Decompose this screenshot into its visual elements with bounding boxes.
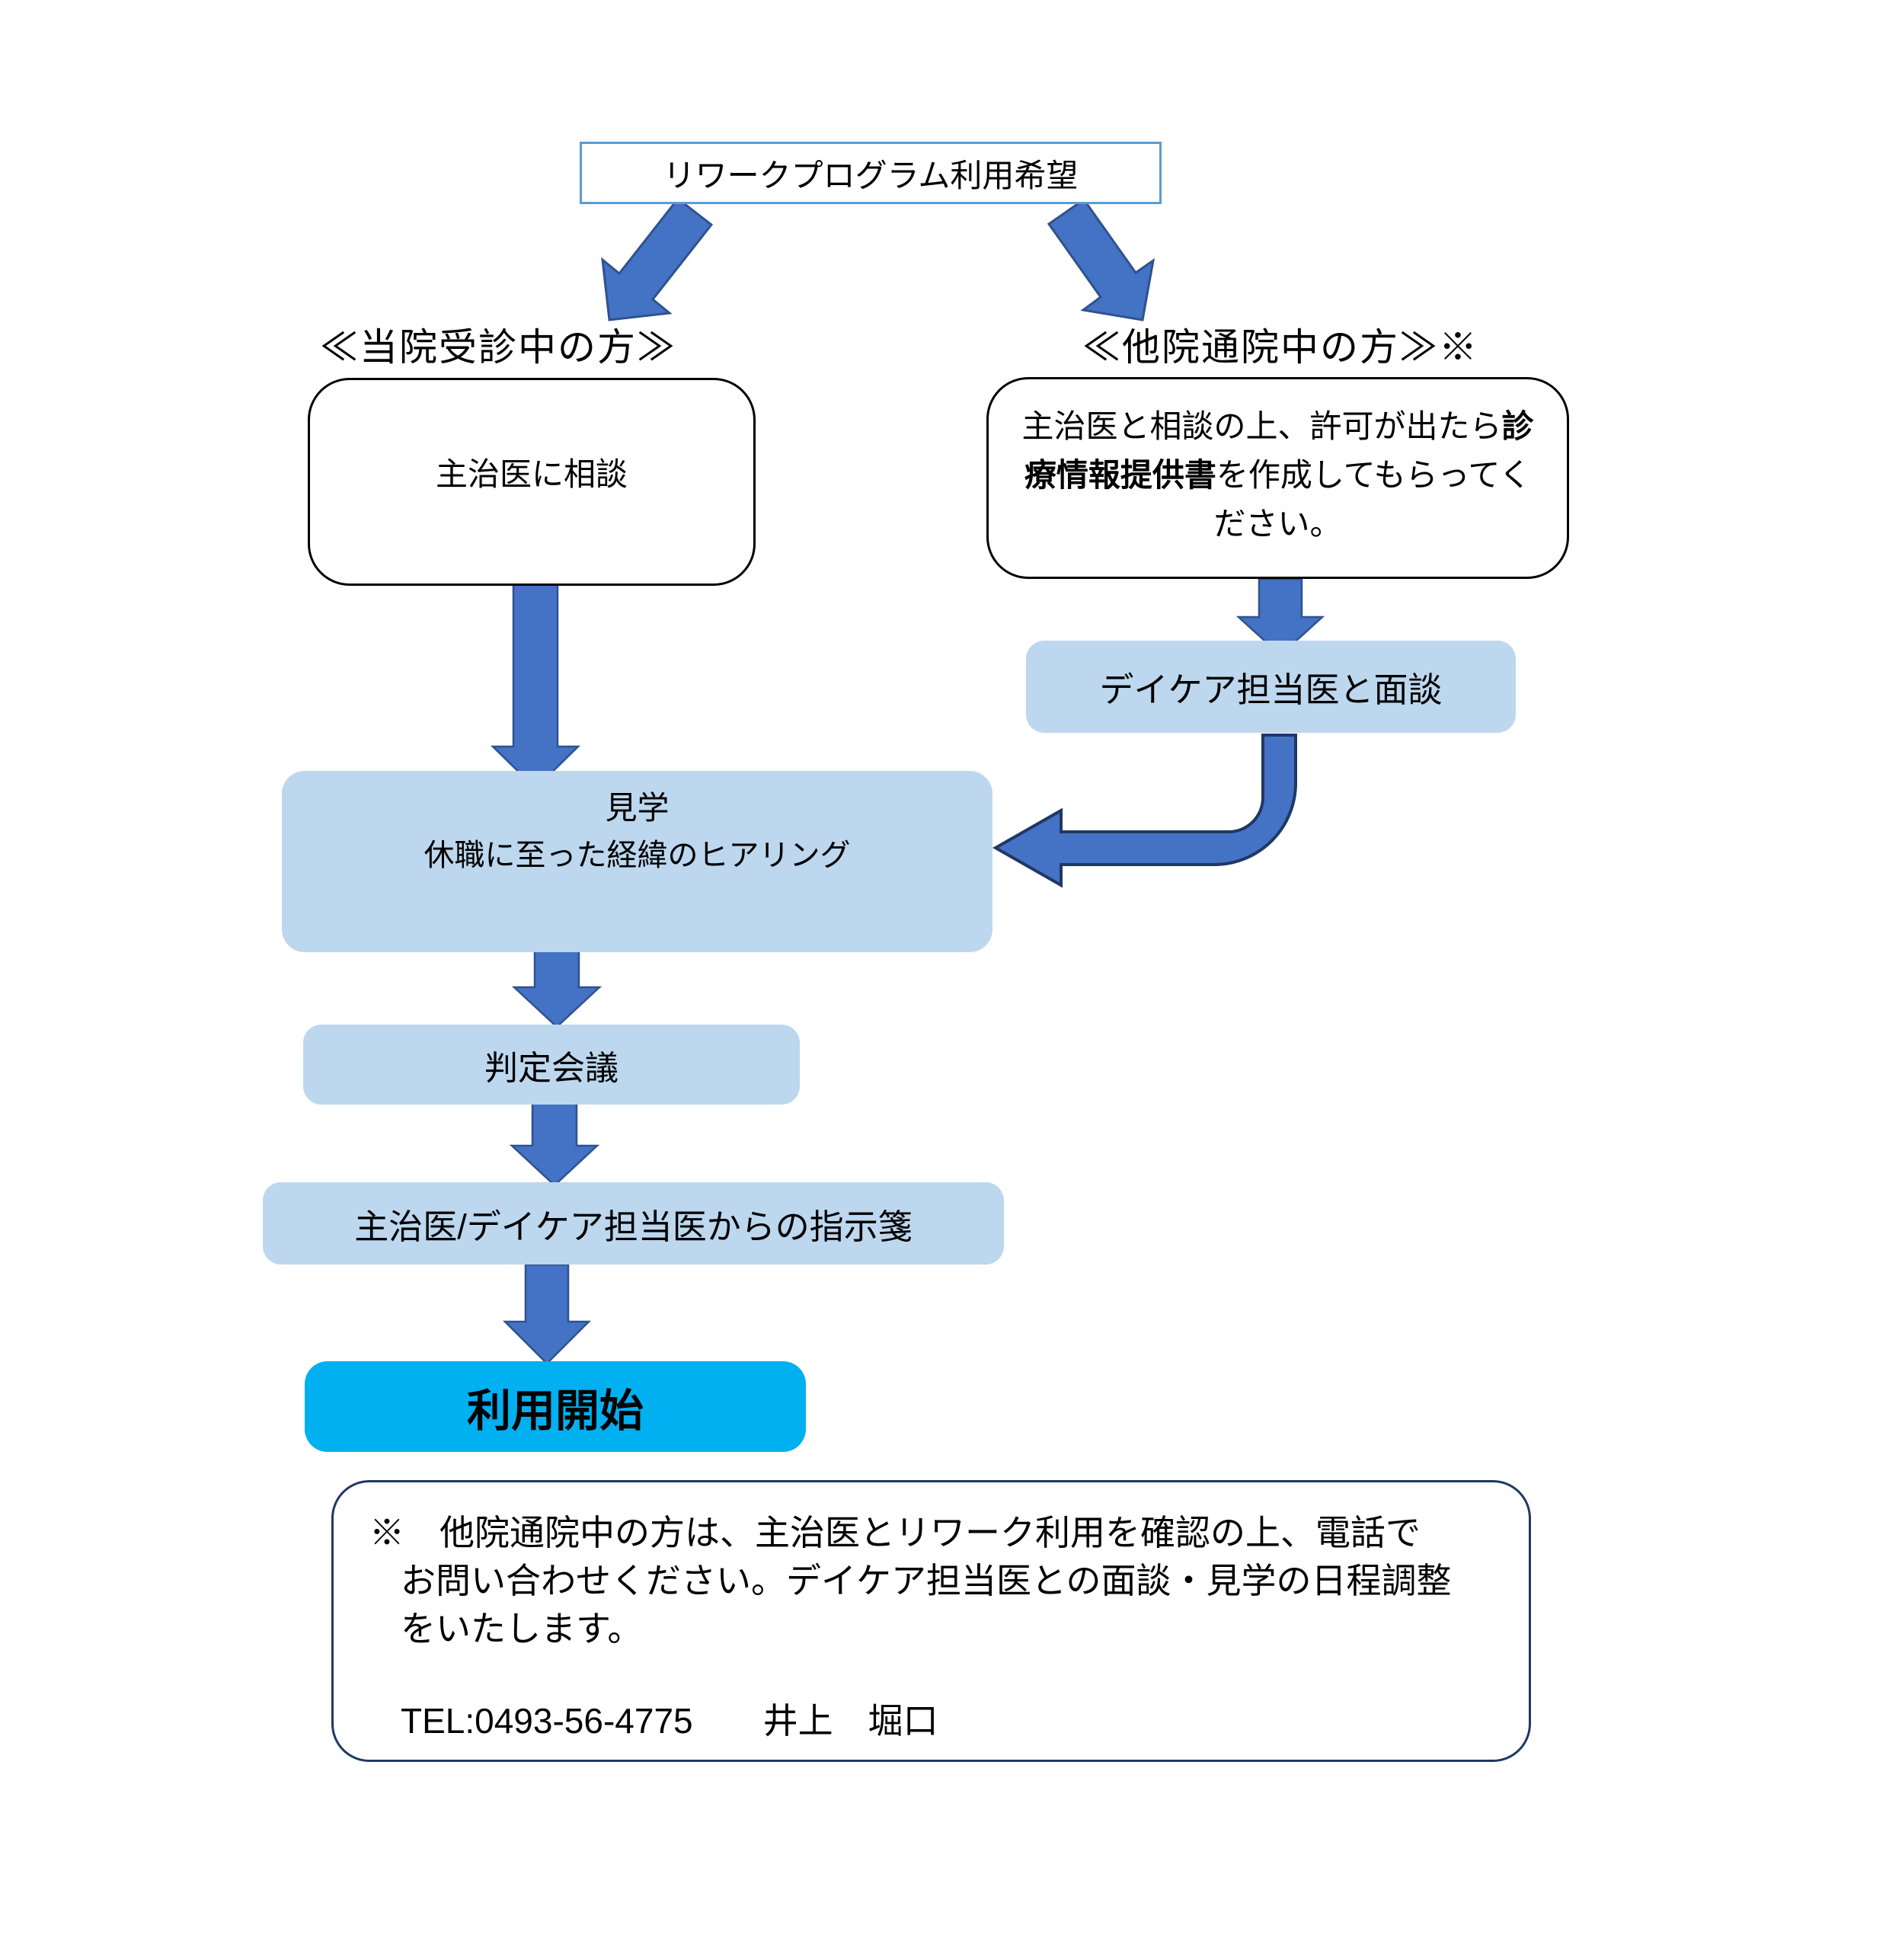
note-line-1: ※ 他院通院中の方は、主治医とリワーク利用を確認の上、電話で (369, 1513, 1421, 1552)
note-phone-line: TEL:0493-56-4775 井上 堀口 (401, 1701, 938, 1741)
note-line-2: お問い合わせください。デイケア担当医との面談・見学の日程調整 (401, 1561, 1452, 1600)
kengaku-line2: 休職に至った経緯のヒアリング (424, 839, 851, 872)
other-hospital-text-post: を作成してもらってください。 (1213, 457, 1532, 542)
note-line-3: をいたします。 (401, 1609, 643, 1648)
arrow-otherhospital-to-daycare (1235, 577, 1325, 657)
arrow-daycare-to-kengaku (992, 734, 1297, 888)
note-box: ※ 他院通院中の方は、主治医とリワーク利用を確認の上、電話で お問い合わせくださ… (331, 1480, 1531, 1762)
consult-doctor-box: 主治医に相談 (308, 378, 756, 586)
kengaku-line1: 見学 (605, 790, 670, 826)
judgment-meeting-box: 判定会議 (303, 1025, 800, 1105)
arrow-shijisen-to-riyou (502, 1263, 592, 1365)
title-box-label: リワークプログラム利用希望 (663, 157, 1079, 193)
kengaku-hearing-box: 見学 休職に至った経緯のヒアリング (282, 771, 992, 952)
judgment-meeting-label: 判定会議 (484, 1049, 618, 1087)
consult-doctor-label: 主治医に相談 (435, 456, 628, 492)
arrow-hantei-to-shijisen (509, 1102, 600, 1187)
arrow-kengaku-to-hantei (511, 949, 602, 1028)
other-hospital-text-pre: 主治医と相談の上、許可が出たら (1021, 408, 1502, 444)
arrow-title-to-right-branch (1047, 197, 1155, 321)
other-hospital-box: 主治医と相談の上、許可が出たら診療情報提供書を作成してもらってください。 (986, 377, 1569, 579)
left-branch-heading: ≪当院受診中の方≫ (320, 317, 676, 372)
right-branch-heading: ≪他院通院中の方≫※ (1082, 317, 1478, 372)
other-hospital-text-bold: 診療情報提供書 (1024, 408, 1534, 493)
daycare-interview-label: デイケア担当医と面談 (1099, 670, 1443, 709)
arrow-consult-to-kengaku (490, 582, 581, 790)
left-branch-heading-label: ≪当院受診中の方≫ (320, 326, 676, 369)
start-use-box: 利用開始 (305, 1361, 806, 1452)
start-use-label: 利用開始 (466, 1386, 644, 1436)
arrow-title-to-left-branch (601, 197, 714, 321)
daycare-interview-box: デイケア担当医と面談 (1026, 641, 1516, 733)
title-box: リワークプログラム利用希望 (580, 142, 1162, 204)
instruction-sheet-label: 主治医/デイケア担当医からの指示箋 (354, 1207, 913, 1246)
instruction-sheet-box: 主治医/デイケア担当医からの指示箋 (263, 1182, 1004, 1265)
right-branch-heading-label: ≪他院通院中の方≫※ (1082, 326, 1478, 369)
